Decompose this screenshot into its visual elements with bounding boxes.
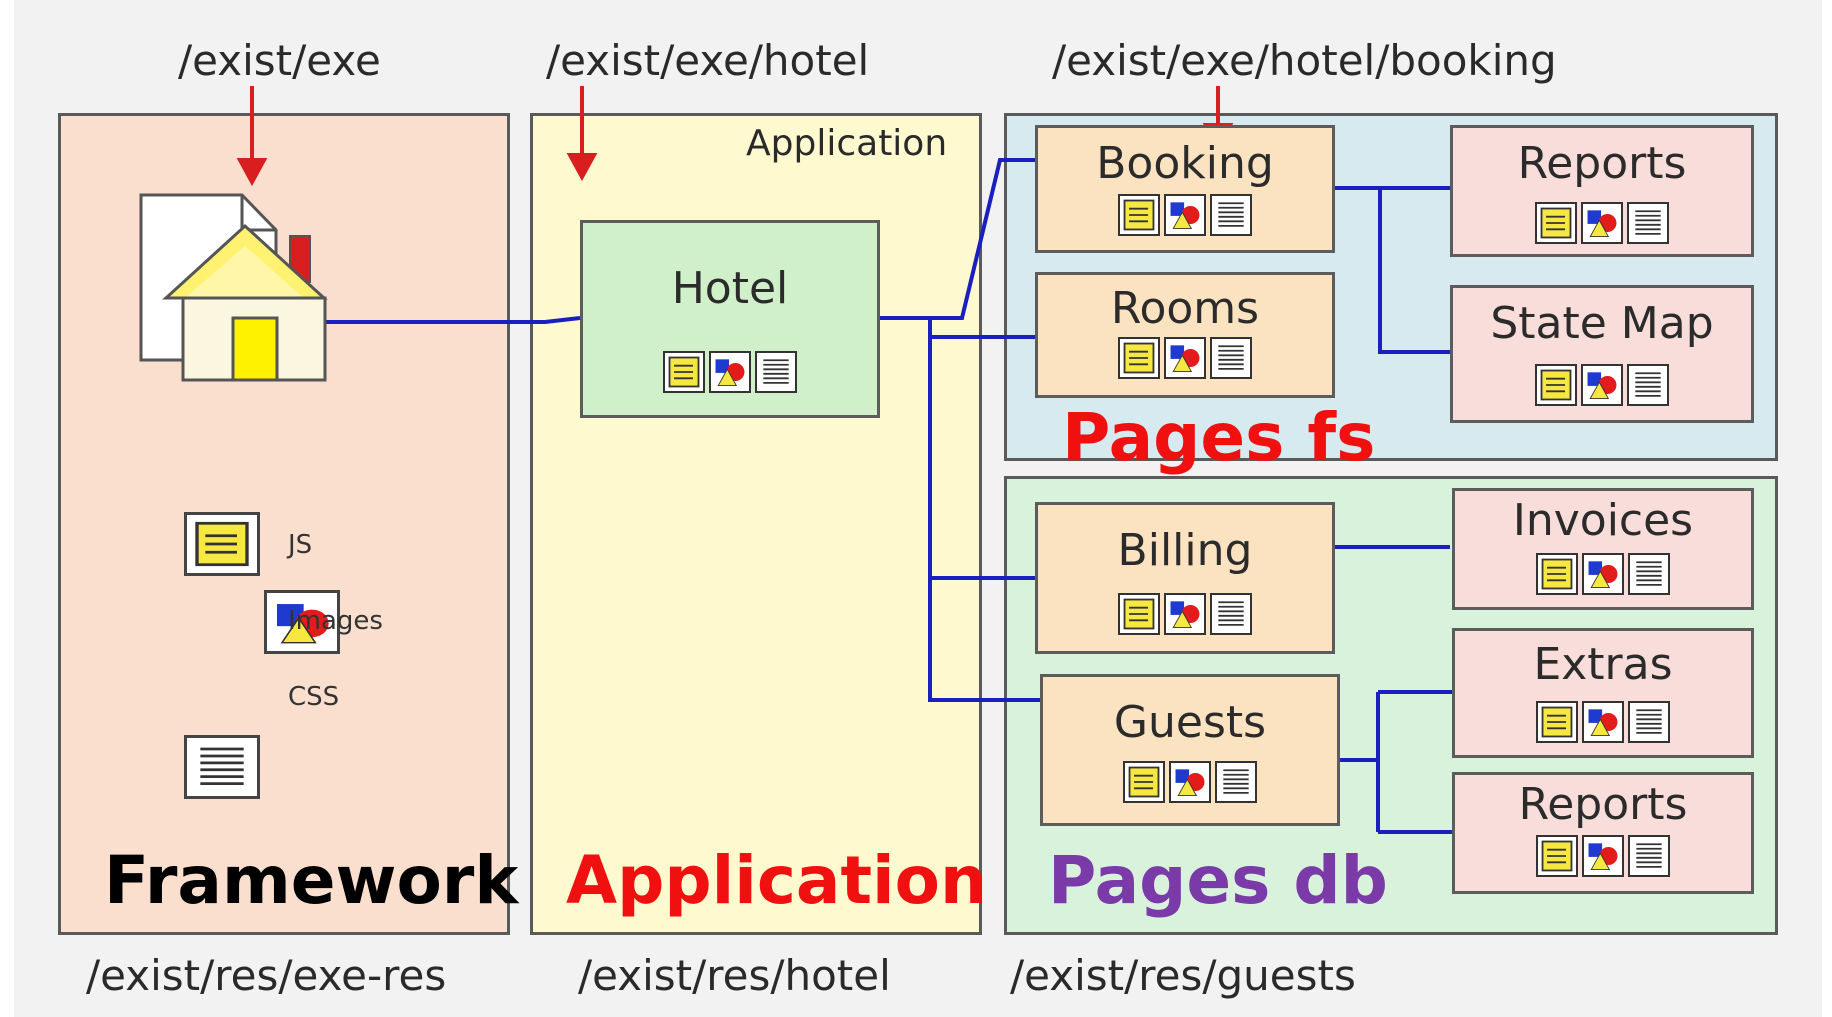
images-shapes-icon [1164,593,1206,635]
node-hotel-title: Hotel [671,263,789,314]
images-shapes-icon [1582,835,1624,877]
node-hotel: Hotel [580,220,880,418]
images-shapes-icon [1164,337,1206,379]
node-invoices: Invoices [1452,488,1754,610]
legend-images-label: Images [288,606,383,636]
legend-css-icon [184,735,260,799]
css-lines-icon [1628,553,1670,595]
css-lines-icon [1627,202,1669,244]
images-shapes-icon [709,351,751,393]
js-scroll-icon [1118,593,1160,635]
images-shapes-icon [1581,364,1623,406]
node-extras: Extras [1452,628,1754,758]
js-scroll-icon [1536,553,1578,595]
top-path-booking: /exist/exe/hotel/booking [1052,36,1557,85]
js-scroll-icon [663,351,705,393]
images-shapes-icon [1164,194,1206,236]
resource-icons [1038,593,1332,635]
bottom-path-framework: /exist/res/exe-res [86,951,447,1000]
images-shapes-icon [1169,761,1211,803]
css-lines-icon [1210,194,1252,236]
resource-icons [1455,701,1751,743]
node-billing-title: Billing [1117,525,1253,576]
js-scroll-icon [1535,364,1577,406]
node-reports-fs: Reports [1450,125,1754,257]
css-lines-icon [1627,364,1669,406]
node-state-map: State Map [1450,285,1754,423]
framework-region [58,113,510,935]
css-lines-icon [1628,701,1670,743]
js-scroll-icon [1536,701,1578,743]
bottom-path-pages: /exist/res/guests [1010,951,1356,1000]
top-path-application: /exist/exe/hotel [546,36,870,85]
images-shapes-icon [1582,701,1624,743]
css-lines-icon [1210,593,1252,635]
framework-home-icon [139,193,328,382]
js-scroll-icon [1118,194,1160,236]
node-billing: Billing [1035,502,1335,654]
css-lines-icon [755,351,797,393]
css-lines-icon [1628,835,1670,877]
resource-icons [1038,194,1332,236]
node-booking: Booking [1035,125,1335,253]
resource-icons [1038,337,1332,379]
node-reports-db: Reports [1452,772,1754,894]
resource-icons [1043,761,1337,803]
pages-db-label: Pages db [1048,842,1388,919]
resource-icons [583,351,877,393]
node-rooms-title: Rooms [1110,283,1260,334]
images-shapes-icon [1582,553,1624,595]
js-scroll-icon [1536,835,1578,877]
pages-fs-label: Pages fs [1062,399,1376,476]
js-scroll-icon [1118,337,1160,379]
node-invoices-title: Invoices [1512,495,1694,546]
legend-css-label: CSS [288,682,340,712]
application-corner-label: Application [746,123,948,164]
resource-icons [1455,553,1751,595]
node-reports-db-title: Reports [1518,779,1688,830]
application-label: Application [566,842,987,919]
node-rooms: Rooms [1035,272,1335,398]
js-scroll-icon [1123,761,1165,803]
legend-js-label: JS [288,530,313,560]
node-reports-fs-title: Reports [1517,138,1687,189]
css-lines-icon [1215,761,1257,803]
node-extras-title: Extras [1533,639,1673,690]
node-guests: Guests [1040,674,1340,826]
resource-icons [1453,202,1751,244]
legend-images-icon [264,590,341,654]
node-guests-title: Guests [1113,697,1267,748]
node-booking-title: Booking [1096,138,1274,189]
resource-icons [1453,364,1751,406]
legend: JS Images CSS [184,512,404,799]
legend-js-icon [184,512,260,576]
top-path-framework: /exist/exe [178,36,381,85]
js-scroll-icon [1535,202,1577,244]
bottom-path-application: /exist/res/hotel [578,951,891,1000]
resource-icons [1455,835,1751,877]
framework-label: Framework [104,842,519,919]
css-lines-icon [1210,337,1252,379]
images-shapes-icon [1581,202,1623,244]
node-state-map-title: State Map [1490,298,1714,349]
